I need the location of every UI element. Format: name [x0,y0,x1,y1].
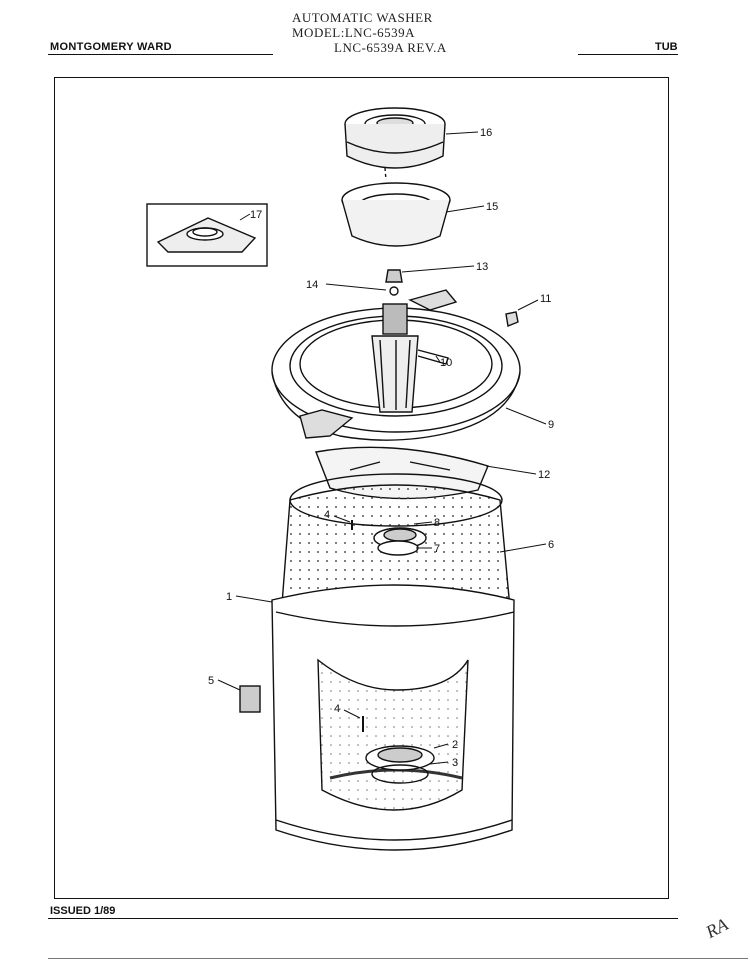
diagram-frame [54,77,669,899]
callout-5: 5 [208,675,214,687]
callout-12: 12 [538,469,550,481]
callout-4-upper: 4 [324,509,330,521]
leader-lines [217,131,547,765]
footer-rule [48,918,678,919]
section-name: TUB [655,41,678,53]
callout-15: 15 [486,201,498,213]
callout-16: 16 [480,127,492,139]
callout-6: 6 [548,539,554,551]
callout-9: 9 [548,419,554,431]
clip-part [505,311,519,327]
issue-date: ISSUED 1/89 [50,905,116,917]
header-rule-right [578,54,678,55]
page-bottom-rule [48,958,748,959]
outer-tub-part [271,584,515,851]
callout-1: 1 [226,591,232,603]
brand-name: MONTGOMERY WARD [50,41,172,53]
agitator-cap-part [344,107,446,181]
label-tag-part [239,685,261,713]
callout-11: 11 [540,293,551,305]
callout-17: 17 [250,209,262,221]
title-line-1: AUTOMATIC WASHER [292,10,433,25]
callout-10: 10 [440,357,452,369]
nut-part [385,269,403,296]
title-line-3: LNC-6539A REV.A [334,40,447,55]
callout-14: 14 [306,279,318,291]
callout-8: 8 [434,517,440,529]
diagram-title: AUTOMATIC WASHER MODEL:LNC-6539A LNC-653… [292,10,447,55]
callout-13: 13 [476,261,488,273]
callout-4-lower: 4 [334,703,340,715]
title-line-2: MODEL:LNC-6539A [292,25,416,40]
callout-7: 7 [434,543,440,555]
callout-3: 3 [452,757,458,769]
agitator-part [371,303,449,413]
cap-ring-part [341,182,451,247]
inset-part [156,217,257,253]
callout-2: 2 [452,739,458,751]
header-rule-left [48,54,273,55]
